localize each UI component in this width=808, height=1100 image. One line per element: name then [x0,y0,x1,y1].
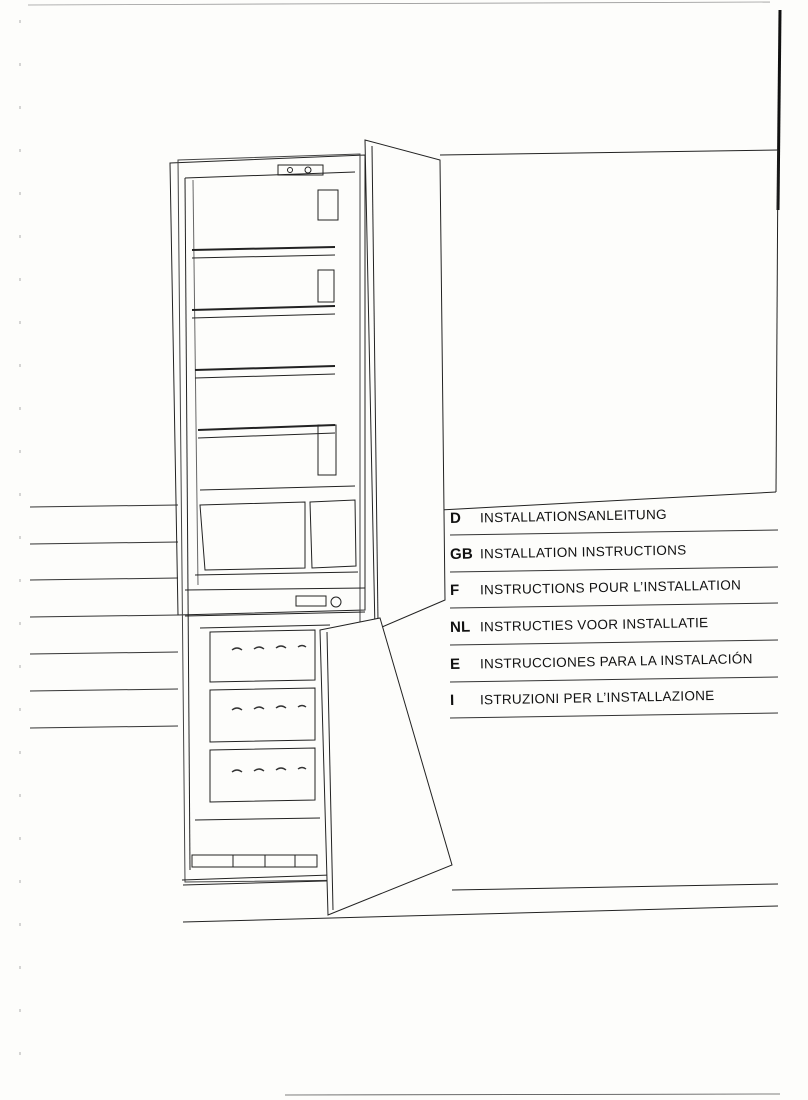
language-title: ISTRUZIONI PER L’INSTALLAZIONE [479,687,715,707]
language-code: E [449,655,461,673]
language-code: D [449,509,462,527]
language-code: I [449,691,455,709]
fridge-door [364,139,446,631]
title-rules [449,529,779,719]
language-title: INSTRUCCIONES PARA LA INSTALACIÓN [479,650,753,671]
background-panel [182,149,779,923]
language-title: INSTALLATIONSANLEITUNG [479,506,667,525]
language-title: INSTRUCTIES VOOR INSTALLATIE [479,614,709,634]
freezer-door [319,617,453,916]
fridge-cabinet [169,153,366,886]
language-title: INSTRUCTIONS POUR L’INSTALLATION [479,576,742,597]
language-code: F [449,581,460,599]
callout-lines [29,504,179,729]
language-code: NL [449,618,471,636]
language-code: GB [449,545,474,563]
language-title: INSTALLATION INSTRUCTIONS [479,541,687,561]
freezer-compartment [191,624,331,868]
